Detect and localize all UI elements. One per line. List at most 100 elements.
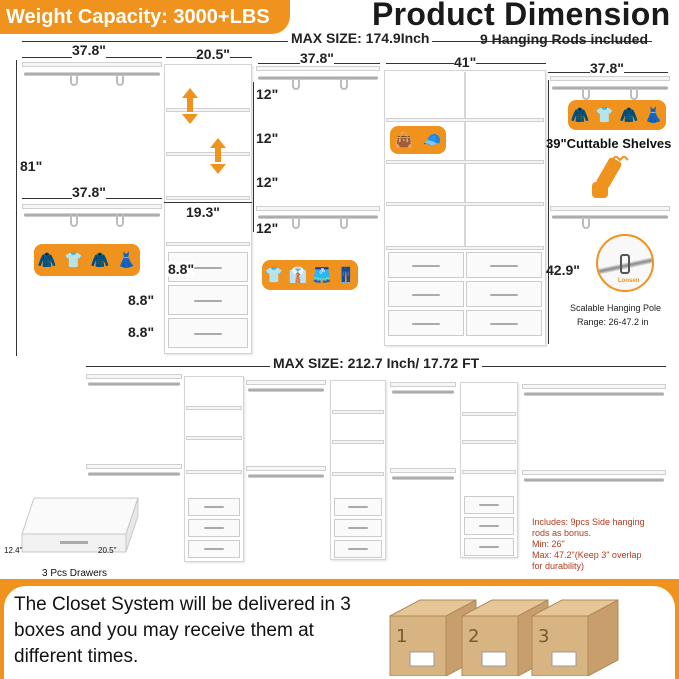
bag-cap-icons-pill: 👜 🧢 (390, 126, 446, 154)
drawer-handle (194, 267, 222, 269)
arrow-icon (210, 138, 226, 174)
clothes-icons-pill: 🧥 👕 🧥 👗 (34, 244, 140, 276)
lower-rod-label: 37.8" (72, 184, 106, 200)
hanger-icon (292, 78, 300, 90)
drawer-handle (204, 506, 224, 508)
drawer-handle (412, 323, 440, 325)
hanging-rod-top-middle (258, 76, 378, 80)
hanger-icon (630, 88, 638, 100)
drawer-handle (204, 527, 224, 529)
bottom-lower-shelf (390, 468, 456, 473)
hoodie-icon: 👕 (64, 252, 84, 269)
tower-large-shelf (386, 118, 544, 122)
box-number-1: 1 (396, 626, 407, 647)
lock-clip-icon (620, 254, 630, 274)
hanging-rod-top-left (24, 72, 160, 76)
height-label: 81" (20, 158, 43, 174)
drawer-depth-label: 12.4" (4, 546, 23, 555)
drawer-handle (194, 300, 222, 302)
drawer-handle (490, 265, 518, 267)
tshirt-icon: 👕 (264, 267, 284, 284)
drawer-handle (412, 265, 440, 267)
drawer-handle (204, 548, 224, 550)
bottom-top-shelf (390, 382, 456, 387)
hoodie-icon: 👕 (595, 107, 615, 124)
tower-left-shelf (166, 242, 250, 246)
tower-left-shelf (166, 108, 250, 112)
tower-left-shelf (166, 196, 250, 200)
drawer-handle (348, 506, 368, 508)
scalable-pole-range: Range: 26-47.2 in (577, 317, 649, 327)
shelf-gap-label: 12" (256, 86, 279, 102)
coat-icon: 🧥 (90, 252, 110, 269)
scalable-pole-label: Scalable Hanging Pole (570, 303, 662, 313)
jacket-icon: 🧥 (570, 107, 590, 124)
tower-large-shelf (386, 160, 544, 164)
bottom-rod (392, 476, 454, 480)
drawer-height-label: 8.8" (168, 261, 195, 277)
hanger-icon (116, 215, 124, 227)
clothes-icons-pill: 🧥 👕 🧥 👗 (568, 100, 666, 130)
bottom-rod (524, 478, 664, 482)
bag-icon: 👜 (394, 132, 414, 149)
width-label-4: 41" (454, 54, 477, 70)
shelf-width-line (164, 202, 252, 203)
shelf-gap-label: 12" (256, 174, 279, 190)
box-number-2: 2 (468, 626, 479, 647)
hanger-icon (340, 78, 348, 90)
drawer-box-illustration (21, 497, 139, 553)
page-title: Product Dimension (372, 0, 671, 32)
bottom-rod (524, 392, 664, 396)
drawer-handle (194, 333, 222, 335)
top-shelf-left (22, 62, 162, 67)
width-label-1: 37.8" (72, 42, 106, 58)
box-number-3: 3 (538, 626, 549, 647)
bottom-tower-shelf (186, 470, 242, 474)
tower-left-shelf (166, 152, 250, 156)
drawer-width-label: 20.5" (98, 546, 117, 555)
includes-note-line: Max: 47.2"(Keep 3" overlap (532, 550, 642, 560)
pants-icon: 👖 (336, 267, 356, 284)
hanging-rod-top-right (552, 86, 668, 90)
dress-icon: 👗 (117, 252, 137, 269)
bottom-tower-shelf (462, 412, 516, 416)
width-label-5: 37.8" (590, 60, 624, 76)
includes-note: Includes: 9pcs Side hanging rods as bonu… (532, 517, 645, 572)
lower-shelf-middle (256, 206, 380, 211)
width-label-2: 20.5" (196, 46, 230, 62)
hanging-rod-lower-left (24, 213, 160, 217)
coat-icon: 🧥 (619, 107, 639, 124)
loosen-label: Loosen (618, 278, 640, 284)
weight-capacity-badge: Weight Capacity: 3000+LBS (0, 0, 290, 34)
hanger-icon (340, 217, 348, 229)
drawer-handle (479, 525, 499, 527)
drawer-handle (490, 294, 518, 296)
rod-height-label: 42.9" (546, 262, 580, 278)
hanger-icon (70, 74, 78, 86)
bottom-tower-shelf (186, 436, 242, 440)
tower-large-shelf (386, 202, 544, 206)
bottom-lower-shelf (522, 470, 666, 475)
clothes-icons-pill: 👕 👔 🩳 👖 (262, 260, 358, 290)
hanger-icon (582, 88, 590, 100)
shipping-box-3: 3 (531, 599, 619, 676)
bottom-rod (88, 472, 180, 476)
drawer-handle (348, 527, 368, 529)
height-dimension-line (16, 60, 17, 356)
drawer (388, 252, 464, 278)
bottom-top-shelf (86, 374, 182, 379)
drawer-handle (412, 294, 440, 296)
drawer-height-label: 8.8" (128, 324, 155, 340)
right-height-line (548, 80, 549, 344)
width-label-3: 37.8" (300, 50, 334, 66)
includes-note-line: Includes: 9pcs Side hanging (532, 517, 645, 527)
jacket-icon: 🧥 (37, 252, 57, 269)
top-shelf-right (550, 76, 670, 81)
dress-icon: 👗 (644, 107, 664, 124)
tower-large-shelf (386, 246, 544, 250)
bottom-rod (88, 382, 180, 386)
bottom-tower-shelf (462, 470, 516, 474)
shelf-width-label: 19.3" (186, 204, 220, 220)
arrow-icon (182, 88, 198, 124)
bottom-rod (248, 388, 324, 392)
